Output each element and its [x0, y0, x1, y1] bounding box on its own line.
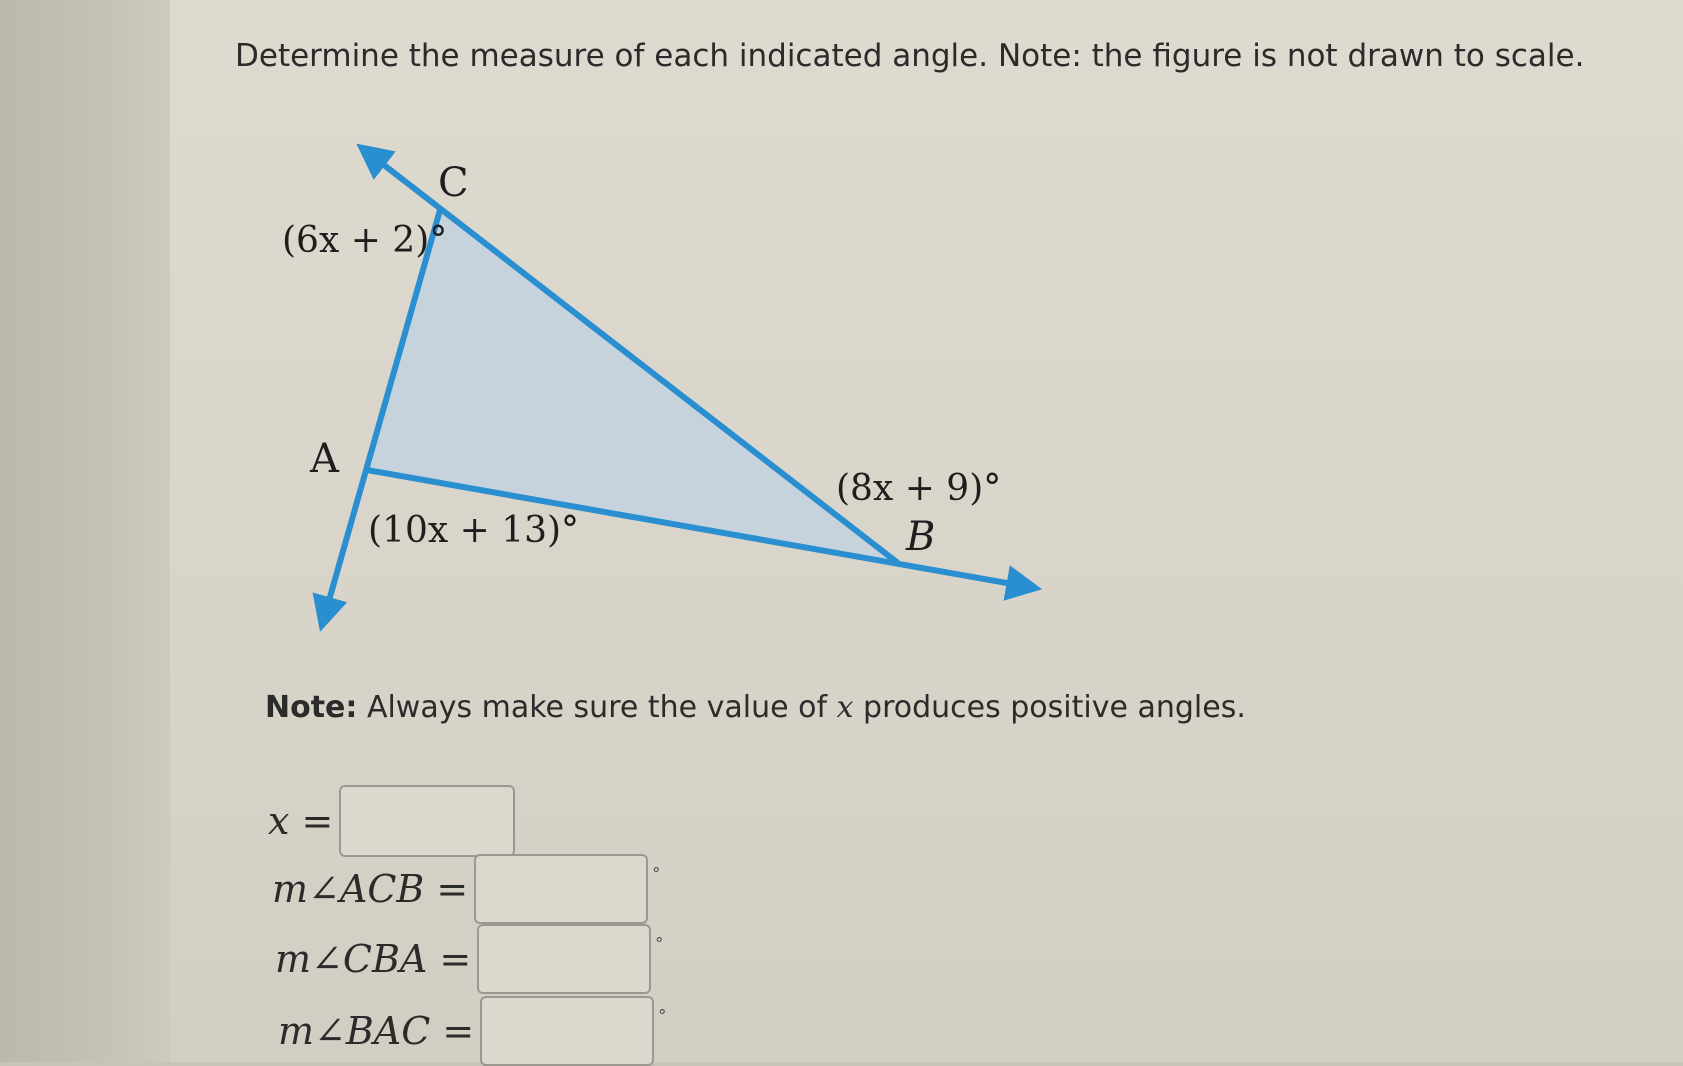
angle-b-expression: (8x + 9)° — [836, 468, 1001, 509]
note-text: Note: Always make sure the value of x pr… — [265, 690, 1246, 725]
ray-ca — [312, 209, 443, 632]
answer-label-bac: m∠BAC = — [278, 1009, 475, 1053]
angle-a-expression: (10x + 13)° — [368, 510, 579, 551]
note-variable: x — [836, 690, 854, 725]
answer-input-bac[interactable] — [480, 996, 655, 1066]
ray-ab — [366, 467, 1043, 601]
answer-label-cba: m∠CBA = — [275, 937, 472, 981]
answer-row-x: x = — [268, 785, 516, 857]
answer-input-cba[interactable] — [477, 924, 652, 994]
degree-symbol-cba: ° — [655, 934, 664, 953]
vertex-a-label: A — [309, 436, 340, 482]
answer-label-x: x = — [268, 799, 334, 843]
vertex-c-label: C — [438, 160, 469, 206]
answer-row-acb: m∠ACB = ° — [272, 854, 660, 924]
answer-input-x[interactable] — [339, 785, 516, 857]
note-prefix: Note: — [265, 690, 358, 725]
answer-label-acb: m∠ACB = — [272, 867, 469, 911]
triangle-fill — [367, 210, 898, 563]
degree-symbol-bac: ° — [658, 1006, 667, 1025]
answer-row-cba: m∠CBA = ° — [275, 924, 663, 994]
instruction-text: Determine the measure of each indicated … — [235, 38, 1585, 74]
vertex-b-label: B — [905, 514, 935, 560]
degree-symbol-acb: ° — [652, 864, 661, 883]
angle-c-expression: (6x + 2)° — [282, 220, 447, 261]
note-body-1: Always make sure the value of — [357, 690, 837, 725]
left-margin — [0, 0, 170, 1062]
answer-row-bac: m∠BAC = ° — [278, 996, 666, 1066]
note-body-2: produces positive angles. — [853, 690, 1246, 725]
answer-input-acb[interactable] — [474, 854, 649, 924]
worksheet — [170, 0, 1683, 1062]
ray-bc — [356, 143, 900, 566]
